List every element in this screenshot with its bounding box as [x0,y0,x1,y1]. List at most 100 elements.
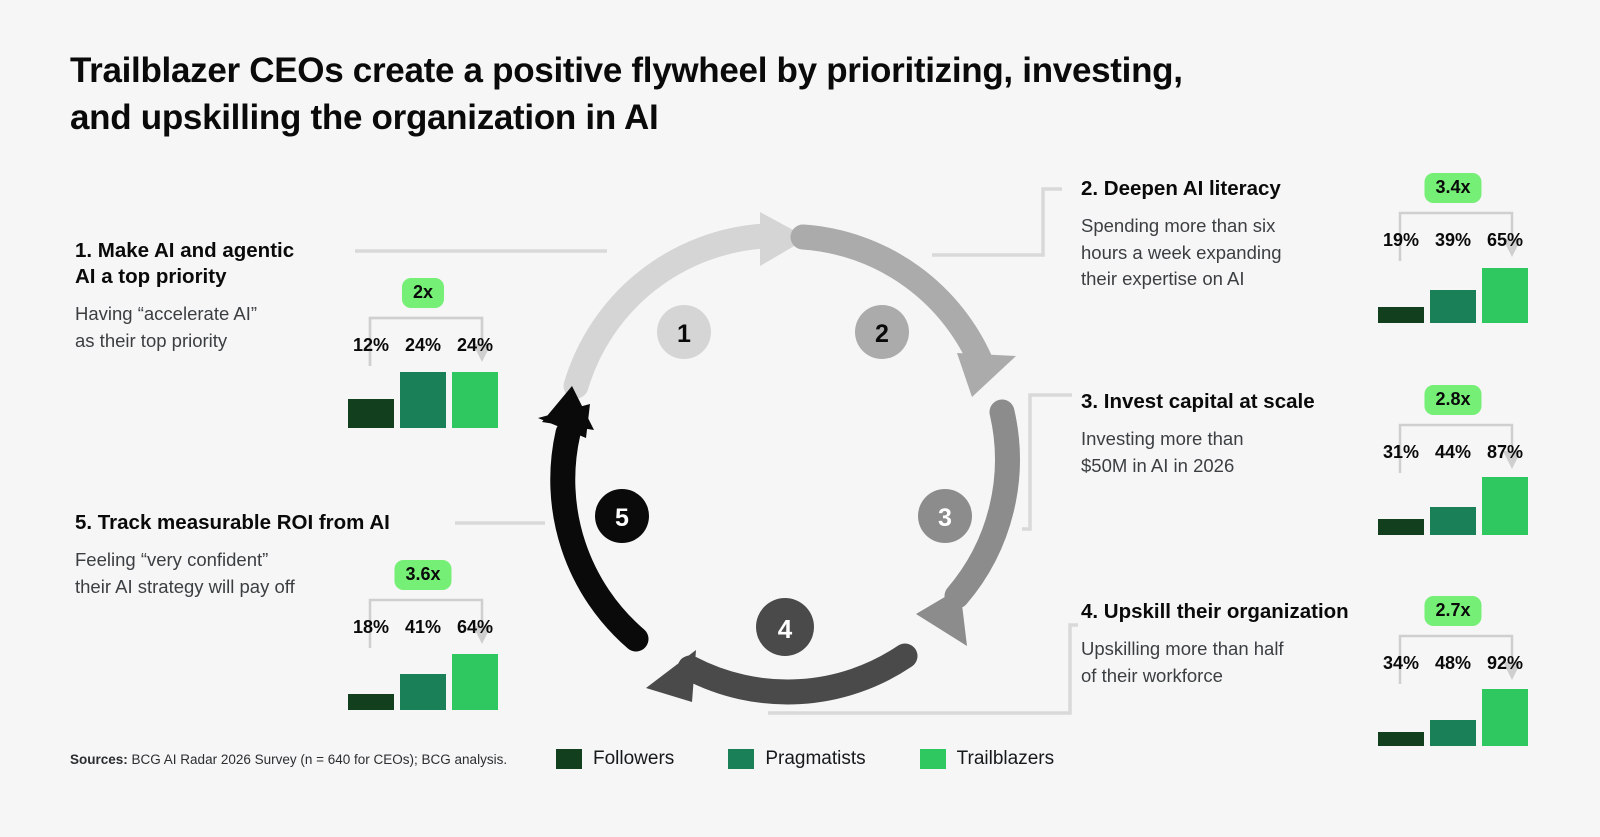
svg-text:4: 4 [778,614,793,644]
bar-rect-pragmatists-3 [1430,507,1476,535]
sources-label: Sources: [70,752,128,767]
bar-chart-2: 3.4x 19% 39% 65% [1378,173,1528,323]
flywheel-node-3: 3 [918,489,972,543]
bar-value-followers-1: 12% [352,335,390,355]
bar-rect-followers-4 [1378,732,1424,746]
multiplier-badge-2: 3.4x [1424,173,1482,203]
bar-value-followers-4: 34% [1382,653,1420,673]
multiplier-bracket-3 [1392,407,1521,473]
bar-item-pragmatists-4: 48% [1430,653,1476,746]
bar-rect-followers-5 [348,694,394,710]
bar-value-pragmatists-3: 44% [1434,442,1472,462]
sources-text: BCG AI Radar 2026 Survey (n = 640 for CE… [127,752,508,767]
connector-line-5 [455,520,545,526]
flywheel-node-2: 2 [855,305,909,359]
bar-rect-trailblazers-3 [1482,477,1528,535]
flywheel-node-4: 4 [756,598,814,656]
bar-item-pragmatists-2: 39% [1430,230,1476,323]
bar-item-followers-5: 18% [348,617,394,710]
bar-rect-trailblazers-5 [452,654,498,710]
bar-item-followers-3: 31% [1378,442,1424,535]
multiplier-bracket-5 [362,582,491,648]
item-subtext-2: Spending more than six hours a week expa… [1081,215,1282,289]
flywheel-arrow-2 [790,224,1016,397]
bar-rect-followers-3 [1378,519,1424,535]
item-heading-3: 3. Invest capital at scale [1081,390,1315,413]
bar-value-trailblazers-3: 87% [1486,442,1524,462]
bars-1: 12% 24% 24% [348,335,498,428]
bar-value-trailblazers-2: 65% [1486,230,1524,250]
item-subtext-3: Investing more than $50M in AI in 2026 [1081,428,1244,476]
item-subtext-4: Upskilling more than half of their workf… [1081,638,1284,686]
bar-item-followers-1: 12% [348,335,394,428]
connector-line-3 [1022,392,1072,532]
legend-swatch-trailblazers [919,749,946,769]
bars-2: 19% 39% 65% [1378,230,1528,323]
connector-line-4 [768,622,1078,716]
bar-value-trailblazers-5: 64% [456,617,494,637]
bar-item-trailblazers-5: 64% [452,617,498,710]
legend-swatch-followers [556,749,582,769]
bar-item-trailblazers-1: 24% [452,335,498,428]
item-block-2: 2. Deepen AI literacy Spending more than… [1081,176,1381,292]
item-heading-1: 1. Make AI and agentic AI a top priority [75,239,295,289]
bars-5: 18% 41% 64% [348,617,498,710]
item-block-1: 1. Make AI and agentic AI a top priority… [75,238,375,354]
multiplier-badge-5: 3.6x [394,560,452,590]
bar-chart-4: 2.7x 34% 48% 92% [1378,596,1528,746]
legend-item-trailblazers: Trailblazers [919,748,1054,770]
bar-item-trailblazers-3: 87% [1482,442,1528,535]
flywheel-arrow-1 [563,212,808,399]
flywheel-node-5: 5 [595,489,649,543]
item-block-4: 4. Upskill their organization Upskilling… [1081,599,1401,689]
item-heading-4: 4. Upskill their organization [1081,600,1349,623]
bar-rect-trailblazers-4 [1482,689,1528,746]
item-subtext-5: Feeling “very confident” their AI strate… [75,549,295,597]
svg-text:1: 1 [677,320,691,348]
flywheel-arrow-3 [916,399,1020,646]
bar-value-trailblazers-4: 92% [1486,653,1524,673]
bar-item-pragmatists-3: 44% [1430,442,1476,535]
bar-rect-followers-1 [348,399,394,428]
bar-value-trailblazers-1: 24% [456,335,494,355]
bar-value-followers-3: 31% [1382,442,1420,462]
item-block-3: 3. Invest capital at scale Investing mor… [1081,389,1381,479]
multiplier-bracket-1 [362,300,491,366]
title-line-2: and upskilling the organization in AI [70,97,659,137]
bar-item-trailblazers-4: 92% [1482,653,1528,746]
legend-item-followers: Followers [556,748,674,770]
svg-text:3: 3 [938,504,952,532]
flywheel-node-1: 1 [657,305,711,359]
bars-3: 31% 44% 87% [1378,442,1528,535]
bar-value-pragmatists-5: 41% [404,617,442,637]
bar-rect-followers-2 [1378,307,1424,323]
bar-value-pragmatists-2: 39% [1434,230,1472,250]
legend: Followers Pragmatists Trailblazers [556,748,1054,770]
legend-label-pragmatists: Pragmatists [765,748,866,769]
item-heading-5: 5. Track measurable ROI from AI [75,511,390,534]
bar-rect-pragmatists-2 [1430,290,1476,323]
page-title: Trailblazer CEOs create a positive flywh… [70,48,1450,141]
flywheel-arrow-4 [646,643,918,705]
svg-text:2: 2 [875,320,889,348]
bar-item-followers-2: 19% [1378,230,1424,323]
bar-item-pragmatists-1: 24% [400,335,446,428]
bar-item-trailblazers-2: 65% [1482,230,1528,323]
legend-swatch-pragmatists [728,749,755,769]
multiplier-badge-4: 2.7x [1424,596,1482,626]
legend-item-pragmatists: Pragmatists [728,748,866,770]
multiplier-bracket-2 [1392,195,1521,261]
bar-rect-pragmatists-1 [400,372,446,428]
bar-chart-3: 2.8x 31% 44% 87% [1378,385,1528,535]
multiplier-badge-1: 2x [401,278,445,308]
bar-value-pragmatists-4: 48% [1434,653,1472,673]
bar-value-followers-5: 18% [352,617,390,637]
bar-chart-5: 3.6x 18% 41% 64% [348,560,498,710]
item-heading-2: 2. Deepen AI literacy [1081,177,1281,200]
legend-label-followers: Followers [593,748,675,769]
bar-chart-1: 2x 12% 24% 24% [348,278,498,428]
bar-value-followers-2: 19% [1382,230,1420,250]
bar-rect-pragmatists-5 [400,674,446,710]
title-line-1: Trailblazer CEOs create a positive flywh… [70,51,1183,90]
